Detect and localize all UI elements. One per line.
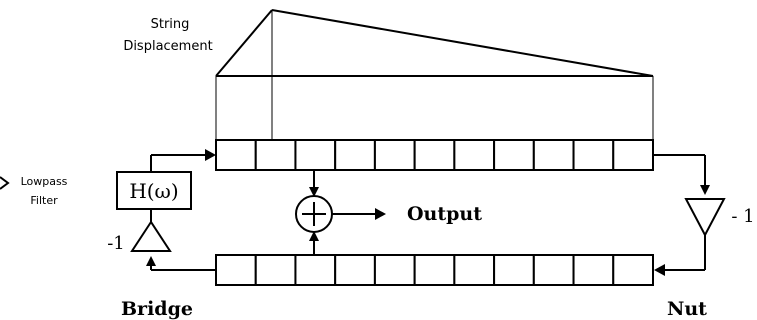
top-delay-cell <box>532 139 575 171</box>
top-delay-cell <box>215 139 257 171</box>
output-summing-junction <box>295 170 386 255</box>
string-displacement-shape <box>215 9 654 140</box>
top-delay-line <box>215 139 655 171</box>
bottom-delay-cell <box>294 254 337 286</box>
top-delay-cell <box>294 139 337 171</box>
bottom-delay-cell <box>254 254 297 286</box>
bridge-feedback-loop <box>146 149 216 271</box>
bottom-delay-cell <box>334 254 376 286</box>
lowpass-label-line1: Lowpass <box>21 175 68 188</box>
bridge-gain-triangle <box>130 220 172 252</box>
bottom-delay-cell <box>413 254 456 286</box>
bottom-delay-line <box>215 254 655 286</box>
bottom-delay-cell <box>532 254 575 286</box>
top-delay-cell <box>254 139 297 171</box>
lowpass-label-line2: Filter <box>30 194 58 207</box>
top-delay-cell <box>572 139 615 171</box>
lowpass-filter-box <box>116 171 192 210</box>
top-delay-cell <box>453 139 496 171</box>
top-delay-cell <box>373 139 416 171</box>
nut-feedback-loop <box>653 154 710 276</box>
bottom-delay-cell <box>453 254 496 286</box>
bridge-label: Bridge <box>121 298 193 320</box>
nut-gain-triangle <box>684 198 726 238</box>
top-delay-cell <box>612 139 655 171</box>
bottom-delay-cell <box>493 254 535 286</box>
bottom-delay-cell <box>612 254 655 286</box>
bottom-delay-cell <box>215 254 257 286</box>
bridge-gain-label: -1 <box>107 233 125 254</box>
bottom-delay-cell <box>572 254 615 286</box>
string-displacement-label-line2: Displacement <box>123 39 212 54</box>
filter-symbol: H(ω) <box>129 179 178 203</box>
top-delay-cell <box>413 139 456 171</box>
lowpass-pointer-arrow <box>0 176 10 190</box>
top-delay-cell <box>334 139 376 171</box>
output-label: Output <box>407 203 482 225</box>
string-displacement-label-line1: String <box>151 17 190 32</box>
bottom-delay-cell <box>373 254 416 286</box>
nut-label: Nut <box>667 298 707 320</box>
top-delay-cell <box>493 139 535 171</box>
nut-gain-label: - 1 <box>731 206 754 227</box>
